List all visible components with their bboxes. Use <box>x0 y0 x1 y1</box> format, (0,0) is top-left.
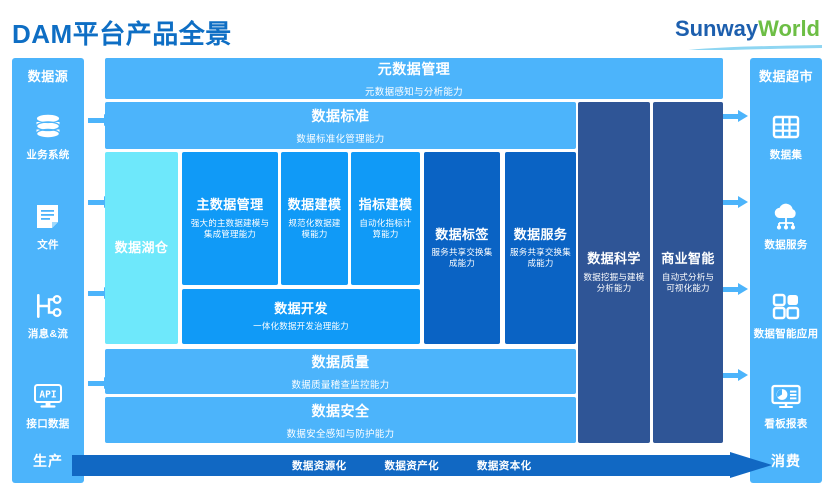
outbound-arrow-2 <box>722 196 748 209</box>
card-data-label[interactable]: 数据标签 服务共享交换集成能力 <box>424 152 500 344</box>
card-title: 数据科学 <box>587 251 641 267</box>
data-source-title: 数据源 <box>27 69 69 84</box>
band-subtitle: 数据标准化管理能力 <box>296 134 385 145</box>
document-icon <box>31 200 65 234</box>
card-data-modeling[interactable]: 数据建模 规范化数据建模能力 <box>281 152 348 285</box>
card-title: 数据建模 <box>287 197 342 213</box>
band-subtitle: 元数据感知与分析能力 <box>364 87 463 98</box>
band-title: 数据安全 <box>311 402 370 419</box>
data-standard-band[interactable]: 数据标准 数据标准化管理能力 <box>105 102 576 149</box>
data-market-item-dashboard-report[interactable]: 看板报表 <box>750 379 822 430</box>
data-source-item-message-stream[interactable]: 消息&流 <box>12 289 84 340</box>
card-title: 数据标签 <box>435 226 489 242</box>
cloud-service-icon <box>769 200 803 234</box>
app-blocks-icon <box>769 289 803 323</box>
card-title: 主数据管理 <box>196 197 264 213</box>
consumption-label: 消费 <box>771 453 801 469</box>
outbound-arrow-1 <box>722 110 748 123</box>
platform-core-grid: 元数据管理 元数据感知与分析能力 数据标准 数据标准化管理能力 数据湖仓 主数据… <box>105 58 723 443</box>
data-market-item-data-service[interactable]: 数据服务 <box>750 200 822 251</box>
data-security-band[interactable]: 数据安全 数据安全感知与防护能力 <box>105 397 576 443</box>
value-stage-resourceization: 数据资源化 <box>292 460 347 472</box>
grid-table-icon <box>769 110 803 144</box>
data-source-label: 消息&流 <box>27 328 69 341</box>
database-icon <box>31 110 65 144</box>
card-subtitle: 自动化指标计算能力 <box>359 217 412 239</box>
data-source-item-file[interactable]: 文件 <box>12 200 84 251</box>
data-quality-band[interactable]: 数据质量 数据质量稽查监控能力 <box>105 349 576 394</box>
card-data-science[interactable]: 数据科学 数据挖掘与建模分析能力 <box>578 102 650 443</box>
data-market-label: 数据集 <box>769 149 803 162</box>
card-data-lakehouse[interactable]: 数据湖仓 <box>105 152 178 344</box>
logo-swoosh-icon <box>672 41 822 50</box>
card-subtitle: 强大的主数据建模与集成管理能力 <box>190 217 270 239</box>
data-source-item-list: 业务系统 文件 <box>12 85 84 451</box>
value-chain-arrow: 数据资源化 数据资产化 数据资本化 <box>72 452 772 479</box>
data-source-label: 接口数据 <box>26 417 70 430</box>
card-business-intelligence[interactable]: 商业智能 自动式分析与可视化能力 <box>653 102 723 443</box>
dashboard-report-icon <box>769 379 803 413</box>
card-title: 数据服务 <box>513 226 568 242</box>
api-icon: API <box>31 379 65 413</box>
value-stage-capitalization: 数据资本化 <box>477 460 532 472</box>
band-subtitle: 数据质量稽查监控能力 <box>291 380 390 391</box>
band-title: 数据质量 <box>311 354 370 370</box>
card-title: 数据开发 <box>274 300 328 316</box>
card-title: 指标建模 <box>358 197 413 213</box>
metadata-management-band[interactable]: 元数据管理 元数据感知与分析能力 <box>105 58 723 99</box>
card-subtitle: 服务共享交换集成能力 <box>510 247 571 269</box>
band-title: 元数据管理 <box>377 61 451 77</box>
value-chain-stage-list: 数据资源化 数据资产化 数据资本化 <box>72 455 734 476</box>
outbound-arrow-3 <box>722 283 748 296</box>
data-market-title: 数据超市 <box>758 69 813 84</box>
card-master-data-management[interactable]: 主数据管理 强大的主数据建模与集成管理能力 <box>182 152 278 285</box>
card-data-development[interactable]: 数据开发 一体化数据开发治理能力 <box>182 289 420 344</box>
brand-logo: SunwayWorld <box>675 16 820 42</box>
card-title: 数据湖仓 <box>114 240 169 256</box>
band-title: 数据标准 <box>311 108 370 124</box>
card-metric-modeling[interactable]: 指标建模 自动化指标计算能力 <box>351 152 420 285</box>
value-arrow-shaft <box>72 455 734 476</box>
card-subtitle: 一体化数据开发治理能力 <box>253 321 349 332</box>
band-subtitle: 数据安全感知与防护能力 <box>286 428 395 440</box>
value-arrow-head <box>730 452 772 478</box>
card-subtitle: 数据挖掘与建模分析能力 <box>583 271 645 293</box>
data-source-label: 业务系统 <box>26 149 70 162</box>
data-market-label: 数据智能应用 <box>753 328 819 341</box>
value-stage-assetization: 数据资产化 <box>384 460 439 472</box>
data-market-label: 看板报表 <box>764 417 808 430</box>
data-source-item-business-system[interactable]: 业务系统 <box>12 110 84 161</box>
production-label: 生产 <box>33 453 63 469</box>
data-market-item-dataset[interactable]: 数据集 <box>750 110 822 161</box>
data-market-label: 数据服务 <box>764 238 808 251</box>
data-source-item-api[interactable]: API 接口数据 <box>12 379 84 430</box>
capability-card-row: 数据湖仓 主数据管理 强大的主数据建模与集成管理能力 数据建模 规范化数据建模能… <box>105 152 723 344</box>
data-market-item-intelligent-app[interactable]: 数据智能应用 <box>750 289 822 340</box>
data-market-panel: 数据超市 数据集 <box>750 58 822 483</box>
page-title: DAM平台产品全景 <box>12 19 232 49</box>
data-source-panel: 数据源 业务系统 <box>12 58 84 483</box>
card-subtitle: 自动式分析与可视化能力 <box>661 271 715 293</box>
card-subtitle: 规范化数据建模能力 <box>288 217 341 239</box>
data-market-item-list: 数据集 数据服务 <box>750 85 822 451</box>
card-subtitle: 服务共享交换集成能力 <box>431 247 493 269</box>
outbound-arrow-4 <box>722 369 748 382</box>
data-source-label: 文件 <box>37 238 59 251</box>
card-title: 商业智能 <box>661 251 715 267</box>
svg-text:API: API <box>39 389 56 400</box>
message-stream-icon <box>31 289 65 323</box>
logo-text-primary: Sunway <box>674 16 759 41</box>
logo-text-secondary: World <box>758 16 820 41</box>
card-data-service[interactable]: 数据服务 服务共享交换集成能力 <box>505 152 576 344</box>
